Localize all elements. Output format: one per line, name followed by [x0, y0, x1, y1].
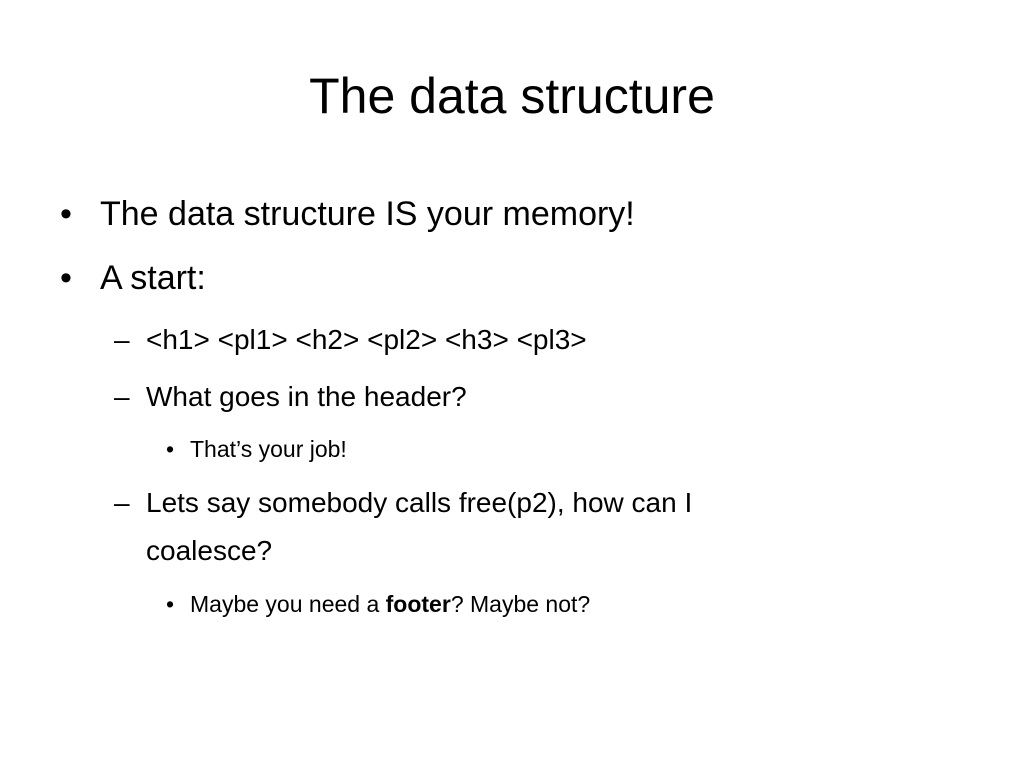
dash-marker: – — [114, 381, 130, 412]
dash-marker: – — [114, 487, 130, 518]
bullet-marker: • — [60, 259, 72, 297]
bullet-text: The data structure IS your memory! — [100, 195, 635, 233]
sub-bullet-text-line2: coalesce? — [146, 535, 273, 566]
sub-sub-bullet-text: Maybe you need a footer? Maybe not? — [190, 589, 590, 619]
text-post: ? Maybe not? — [450, 591, 591, 617]
text-pre: Maybe you need a — [190, 591, 386, 617]
sub-bullet-text: What goes in the header? — [146, 381, 467, 412]
bullet-marker: • — [60, 195, 72, 233]
bullet-text: A start: — [100, 259, 206, 297]
emphasis-footer: footer — [385, 591, 451, 617]
sub-bullet-text-line1: Lets say somebody calls free(p2), how ca… — [146, 487, 693, 518]
small-bullet-marker: • — [166, 591, 175, 617]
sub-bullet-text: <h1> <pl1> <h2> <pl2> <h3> <pl3> — [146, 324, 587, 355]
small-bullet-marker: • — [166, 436, 175, 462]
sub-sub-bullet-text: That’s your job! — [190, 436, 347, 462]
dash-marker: – — [114, 324, 130, 355]
slide-title: The data structure — [309, 68, 715, 124]
